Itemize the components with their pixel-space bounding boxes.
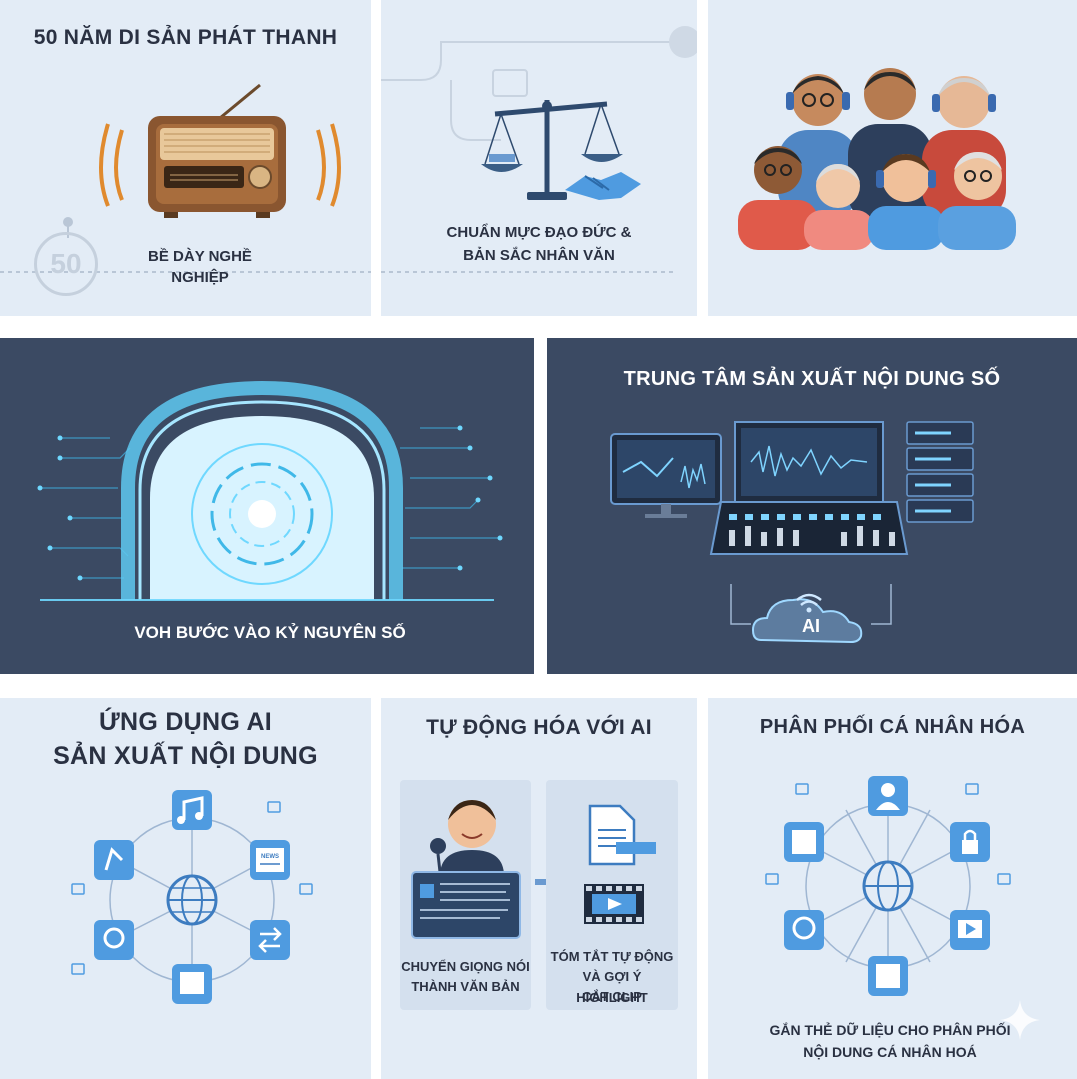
panel-digital-era: VOH BƯỚC VÀO KỶ NGUYÊN SỐ [0, 338, 534, 674]
content-hub-title: TRUNG TÂM SẢN XUẤT NỘI DUNG SỐ [623, 368, 1001, 390]
panel-audience [708, 0, 1077, 316]
panel-heritage: 50 NĂM DI SẢN PHÁT THANH 50 BỀ DÀY NGHỀ … [0, 0, 371, 316]
summary-card: TÓM TẮT TỰ ĐỘNG VÀ GỢI Ý HIGHLIGHT CẮT C… [546, 780, 678, 1010]
digital-portal-illustration [37, 380, 503, 601]
ethics-caption-line1: CHUẨN MỰC ĐẠO ĐỨC & [446, 224, 632, 241]
summary-caption-line2: VÀ GỢI Ý HIGHLIGHT [576, 969, 648, 1005]
digital-era-caption: VOH BƯỚC VÀO KỶ NGUYÊN SỐ [134, 623, 406, 642]
listener-person [848, 68, 932, 224]
ai-label: AI [802, 616, 820, 636]
panel-personalization: PHÂN PHỐI CÁ NHÂN HÓA GẮN THẺ DỮ LIỆU CH… [708, 698, 1077, 1079]
summary-caption-line1: TÓM TẮT TỰ ĐỘNG [550, 949, 674, 964]
personalization-caption-line2: NỘI DUNG CÁ NHÂN HOÁ [803, 1044, 977, 1060]
circuit-decoration [381, 26, 697, 273]
panel-automation: TỰ ĐỘNG HÓA VỚI AI CHUYỂN GIỌNG NÓI THÀN… [381, 698, 697, 1079]
radio-icon [99, 83, 341, 218]
summary-caption-line3: CẮT CLIP [582, 989, 642, 1004]
panel-content-hub: TRUNG TÂM SẢN XUẤT NỘI DUNG SỐ [547, 338, 1077, 674]
speech-to-text-caption-line2: THÀNH VĂN BẢN [411, 979, 520, 994]
speech-to-text-card: CHUYỂN GIỌNG NÓI THÀNH VĂN BẢN [400, 780, 531, 1010]
heritage-caption: BỀ DÀY NGHỀ NGHIỆP [148, 248, 252, 286]
badge-number: 50 [50, 248, 82, 279]
ai-cloud-icon [730, 584, 892, 644]
listener-person [922, 76, 1006, 220]
listener-person [804, 164, 874, 250]
personalization-caption-line1: GẮN THẺ DỮ LIỆU CHO PHÂN PHỐI [769, 1022, 1011, 1038]
studio-console-illustration [610, 421, 974, 555]
listeners-group-illustration [738, 68, 1016, 250]
panel-ai-production: ỨNG DỤNG AI SẢN XUẤT NỘI DUNG NEWS [0, 698, 371, 1079]
sparkle-icon [1000, 1000, 1040, 1040]
news-text: NEWS [261, 854, 279, 860]
scales-handshake-icon [481, 100, 641, 200]
panel-ethics: CHUẨN MỰC ĐẠO ĐỨC & BẢN SẮC NHÂN VĂN [381, 0, 697, 316]
anniversary-badge: 50 [34, 232, 98, 296]
ethics-caption-line2: BẢN SẮC NHÂN VĂN [463, 247, 615, 264]
distribution-network-icon [765, 776, 1011, 996]
listener-person [738, 146, 818, 250]
listener-person [868, 154, 944, 250]
speech-to-text-caption-line1: CHUYỂN GIỌNG NÓI [401, 959, 530, 974]
ai-production-title-line1: ỨNG DỤNG AI [98, 708, 273, 736]
personalization-title: PHÂN PHỐI CÁ NHÂN HÓA [759, 716, 1026, 738]
document-video-icon [584, 804, 656, 924]
globe-network-icon: NEWS [71, 790, 313, 1004]
ai-production-title-line2: SẢN XUẤT NỘI DUNG [53, 742, 318, 770]
listener-person [938, 152, 1016, 250]
heritage-title: 50 NĂM DI SẢN PHÁT THANH [33, 26, 338, 49]
automation-title: TỰ ĐỘNG HÓA VỚI AI [426, 716, 652, 739]
presenter-icon [411, 800, 521, 939]
